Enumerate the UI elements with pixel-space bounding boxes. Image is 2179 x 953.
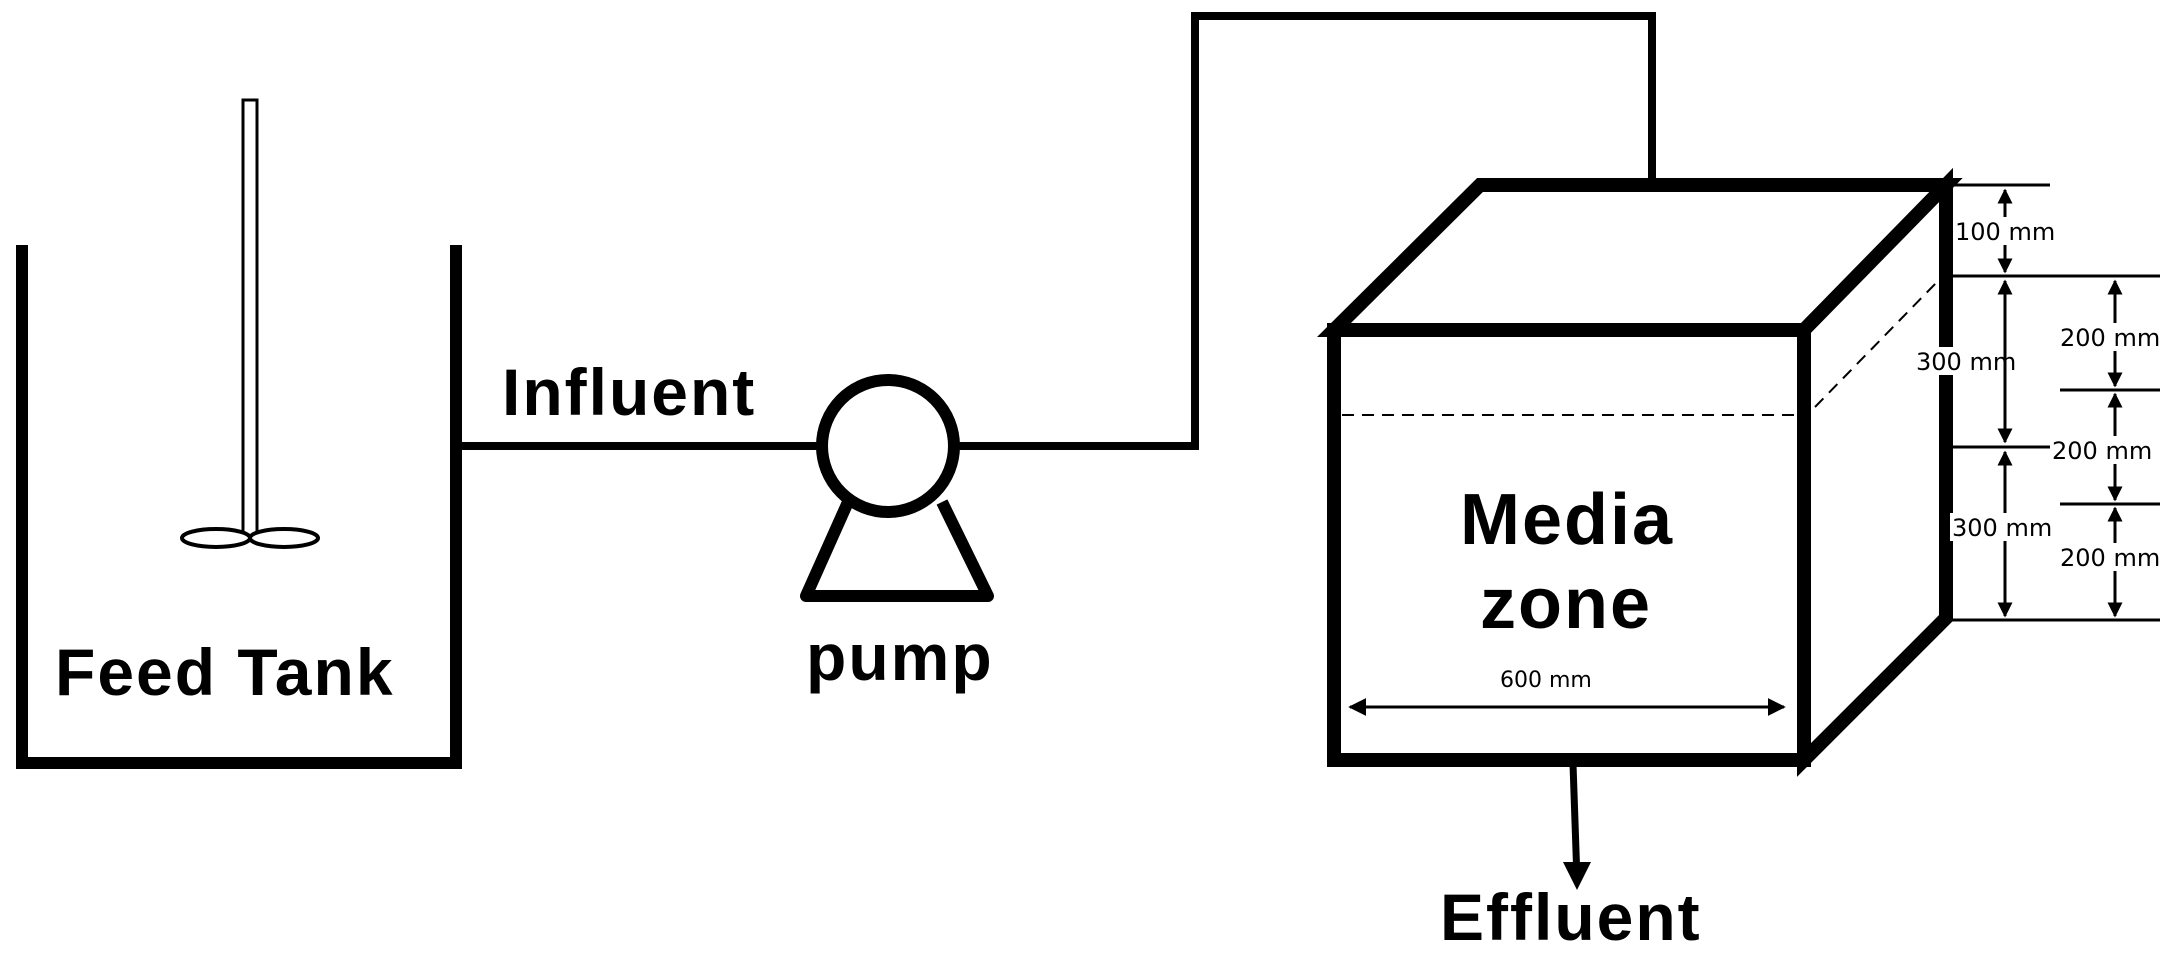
feed-tank [16,245,462,769]
dim-sub-1-label: 200 mm [2060,324,2160,352]
reactor-box [1317,167,1963,777]
feed-tank-label: Feed Tank [55,635,395,709]
width-dimension-label: 600 mm [1500,668,1592,693]
pump-label: pump [806,620,994,694]
stirrer-icon [180,98,320,549]
feed-pipe [954,12,1656,450]
media-zone-label-line1: Media [1460,480,1674,560]
pump-icon [800,374,994,602]
dim-top-gap-label: 100 mm [1955,218,2055,246]
effluent-arrow-icon [1563,862,1591,890]
effluent-label: Effluent [1440,880,1702,953]
dim-sub-3-label: 200 mm [2060,544,2160,572]
effluent-pipe [1569,763,1581,881]
media-level-line-side [1814,281,1938,408]
dim-zone-upper-label: 300 mm [1916,348,2016,376]
dim-sub-2-label: 200 mm [2052,437,2152,465]
media-zone-label-line2: zone [1480,564,1652,644]
dim-zone-lower-label: 300 mm [1952,514,2052,542]
influent-label: Influent [502,355,756,429]
